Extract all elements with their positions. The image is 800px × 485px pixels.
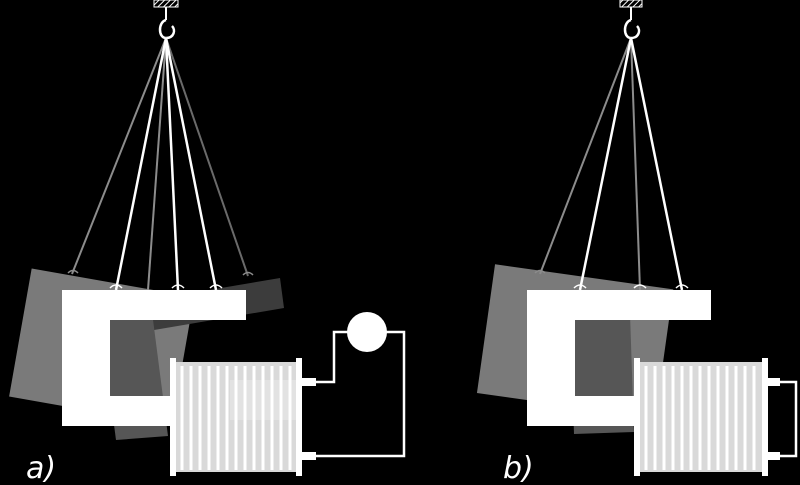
short-circuit-wire [780, 380, 798, 458]
magnet-armature [62, 290, 246, 426]
coil-flange-right [296, 358, 302, 476]
ghost-strings [539, 37, 641, 291]
terminal-bottom [302, 452, 316, 460]
circuit-wires [316, 330, 406, 458]
ceiling-mount-icon [153, 0, 179, 20]
terminal-bottom [768, 452, 780, 460]
strings [578, 37, 684, 291]
terminal-top [768, 378, 780, 386]
ghost-strings [71, 37, 249, 291]
coil-flange-left [170, 358, 176, 476]
coil-ghost-overlay [230, 380, 296, 420]
coil-windings [180, 366, 292, 470]
coil-assembly [170, 358, 316, 476]
magnet-armature [527, 290, 711, 426]
panel-b: b) [476, 0, 798, 485]
coil-flange-left [634, 358, 640, 476]
terminal-top [302, 378, 316, 386]
panel-label-b: b) [503, 451, 534, 485]
meter-icon [347, 312, 387, 352]
hook-icon [158, 18, 176, 40]
string-knots [67, 269, 254, 289]
coil-flange-right [762, 358, 768, 476]
coil-windings [644, 366, 756, 470]
strings [114, 37, 218, 291]
string-knots [534, 269, 689, 289]
panel-label-a: a) [26, 451, 56, 485]
panel-a: a) [9, 0, 406, 485]
ceiling-mount-icon [619, 0, 643, 20]
hook-icon [623, 18, 641, 40]
coil-assembly [634, 358, 780, 476]
